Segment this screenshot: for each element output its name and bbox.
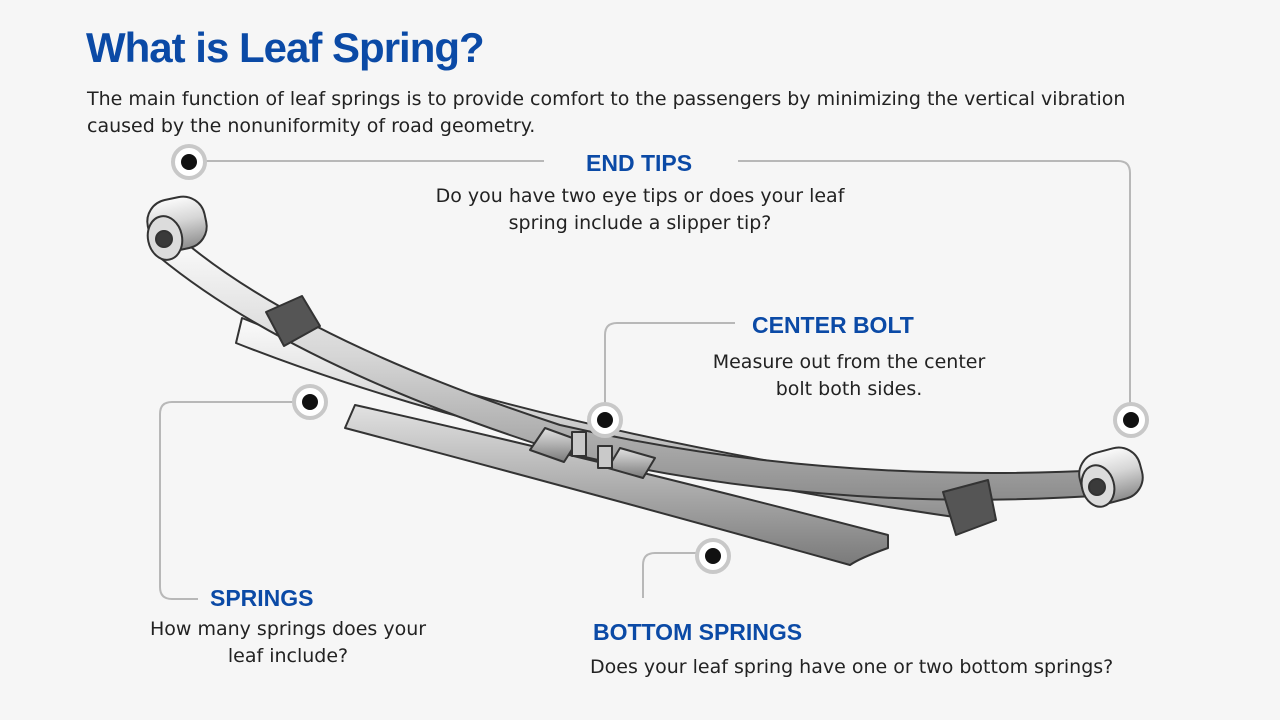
marker-center-bolt bbox=[587, 402, 623, 438]
marker-end-tips-right bbox=[1113, 402, 1149, 438]
leaf-spring-illustration bbox=[146, 195, 1144, 566]
springs-heading: SPRINGS bbox=[210, 585, 314, 611]
center-bolt-text: Measure out from the center bolt both si… bbox=[712, 351, 986, 400]
end-tips-text: Do you have two eye tips or does your le… bbox=[435, 185, 845, 234]
leader-lines bbox=[159, 160, 1131, 600]
marker-end-tips-left bbox=[171, 144, 207, 180]
marker-springs bbox=[292, 384, 328, 420]
page-title: What is Leaf Spring? bbox=[86, 24, 485, 71]
springs-text: How many springs does your leaf include? bbox=[149, 618, 427, 667]
callout-markers bbox=[171, 144, 1149, 574]
marker-bottom-springs bbox=[695, 538, 731, 574]
intro-text: The main function of leaf springs is to … bbox=[87, 88, 1126, 137]
center-bolt-heading: CENTER BOLT bbox=[752, 312, 914, 338]
bottom-springs-heading: BOTTOM SPRINGS bbox=[593, 619, 803, 645]
bottom-springs-text: Does your leaf spring have one or two bo… bbox=[590, 656, 1114, 678]
end-tips-heading: END TIPS bbox=[586, 150, 693, 176]
